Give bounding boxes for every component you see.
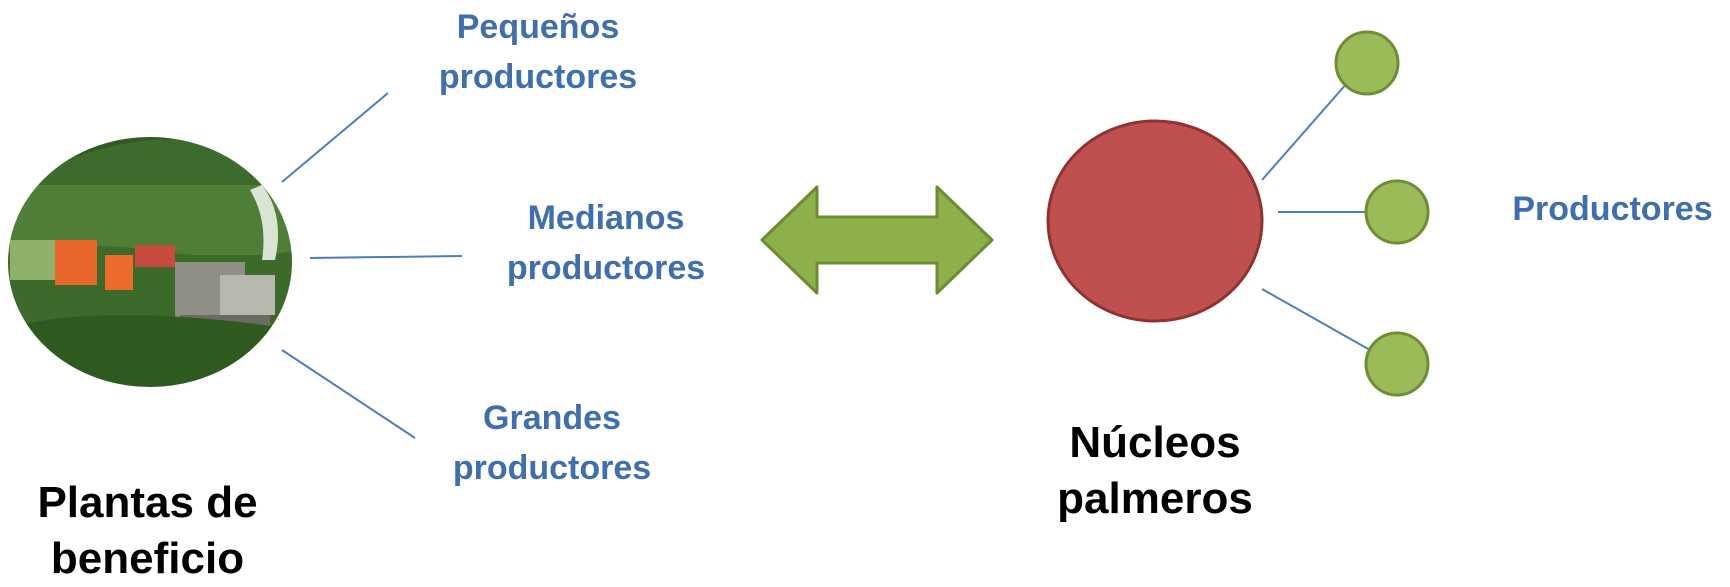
title-nucleos-line1: Núcleos — [1069, 418, 1241, 467]
label-grandes-productores: Grandes productores — [432, 393, 672, 493]
plantation-photo — [7, 136, 293, 388]
connector-node-top — [1261, 81, 1349, 181]
label-pequenos-line1: Pequeños — [456, 8, 620, 46]
connector-grandes — [281, 349, 416, 439]
label-grandes-line2: productores — [452, 449, 652, 487]
connector-pequenos — [281, 92, 389, 183]
connector-node-bottom — [1261, 288, 1371, 351]
label-productores-text: Productores — [1512, 190, 1713, 228]
title-plantas-line1: Plantas de — [37, 478, 258, 527]
producer-node-bottom — [1364, 331, 1430, 397]
label-grandes-line1: Grandes — [483, 399, 621, 437]
photo-frame — [6, 135, 294, 389]
title-nucleos-palmeros: Núcleos palmeros — [1035, 415, 1275, 527]
label-medianos-line2: productores — [506, 249, 706, 287]
double-headed-arrow-icon — [760, 185, 994, 295]
label-medianos-line1: Medianos — [527, 199, 685, 237]
title-plantas-de-beneficio: Plantas de beneficio — [15, 475, 280, 587]
title-nucleos-line2: palmeros — [1057, 474, 1253, 523]
producer-node-middle — [1364, 179, 1430, 245]
nucleus-circle — [1046, 119, 1264, 323]
connector-medianos — [309, 255, 463, 259]
producer-node-top — [1334, 30, 1400, 96]
title-plantas-line2: beneficio — [50, 534, 245, 583]
label-medianos-productores: Medianos productores — [486, 193, 726, 293]
label-productores: Productores — [1500, 184, 1725, 234]
label-pequenos-line2: productores — [438, 58, 638, 96]
label-pequenos-productores: Pequeños productores — [418, 2, 658, 102]
